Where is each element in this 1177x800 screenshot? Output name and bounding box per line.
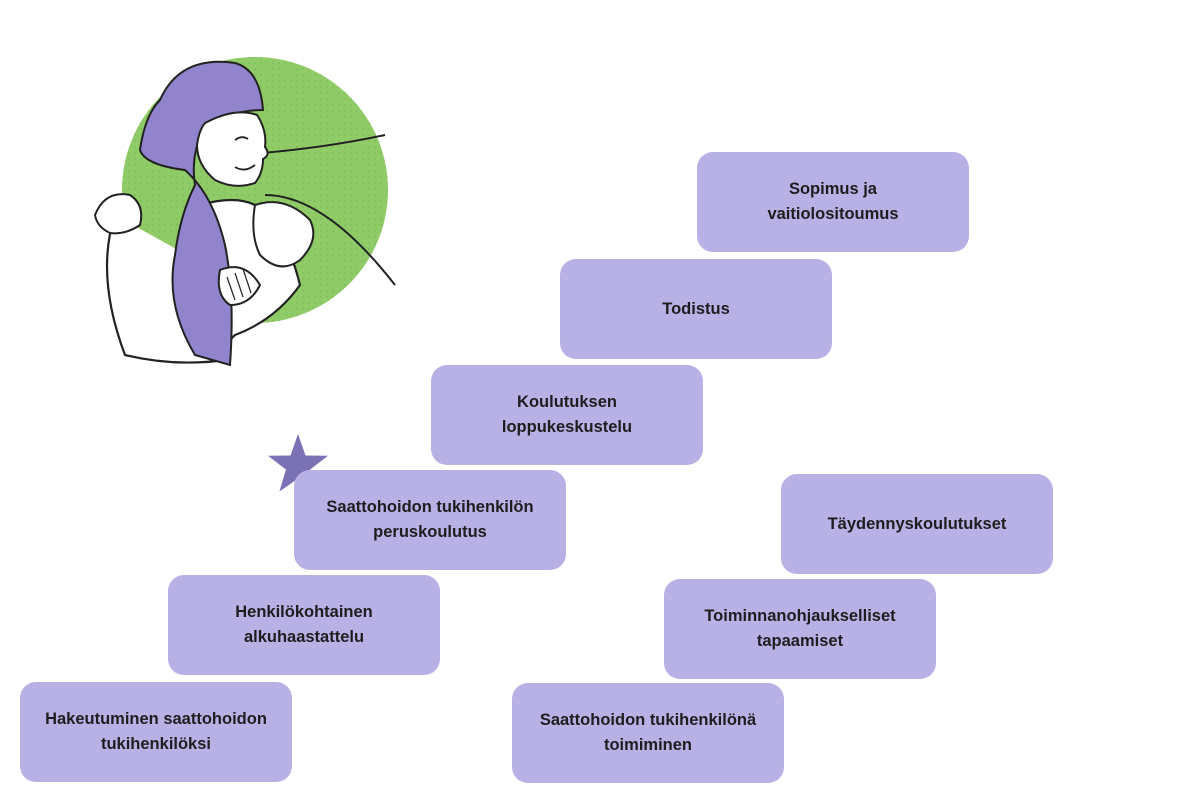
step-taydennys: Täydennyskoulutukset bbox=[781, 474, 1053, 574]
step-tapaamiset: Toiminnanohjaukselliset tapaamiset bbox=[664, 579, 936, 679]
star-shape bbox=[268, 434, 328, 492]
step-hakeutuminen: Hakeutuminen saattohoidon tukihenkilöksi bbox=[20, 682, 292, 782]
star-icon bbox=[268, 434, 328, 492]
step-todistus: Todistus bbox=[560, 259, 832, 359]
step-loppukeskustelu: Koulutuksen loppukeskustelu bbox=[431, 365, 703, 465]
woman-in-headscarf-illustration bbox=[93, 57, 396, 367]
step-peruskoulutus: Saattohoidon tukihenkilön peruskoulutus bbox=[294, 470, 566, 570]
step-toimiminen: Saattohoidon tukihenkilönä toimiminen bbox=[512, 683, 784, 783]
step-sopimus: Sopimus ja vaitiolositoumus bbox=[697, 152, 969, 252]
step-alkuhaastattelu: Henkilökohtainen alkuhaastattelu bbox=[168, 575, 440, 675]
